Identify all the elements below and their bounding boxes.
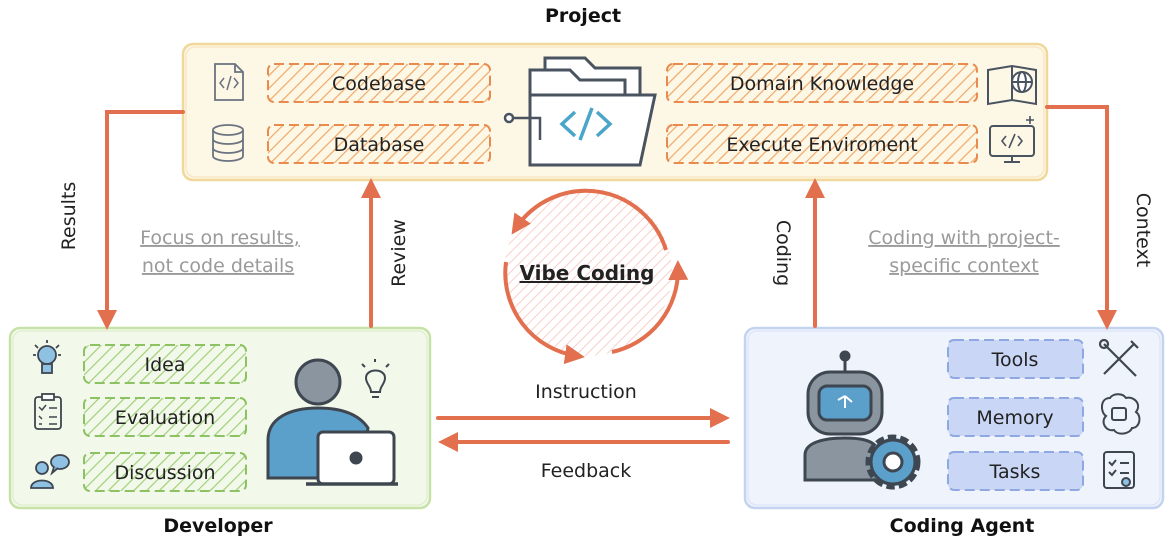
- project-item-domain-knowledge: Domain Knowledge: [666, 63, 978, 103]
- instruction-label: Instruction: [535, 381, 637, 403]
- code-file-icon: [214, 63, 244, 101]
- tools-icon: [1098, 338, 1139, 377]
- agent-title: Coding Agent: [890, 515, 1035, 537]
- coding-label: Coding: [772, 220, 794, 286]
- globe-book-icon: [987, 64, 1037, 106]
- context-arrow: [1045, 105, 1117, 330]
- agent-item-memory: Memory: [947, 397, 1084, 437]
- project-item-codebase: Codebase: [267, 63, 491, 103]
- project-item-label: Database: [334, 134, 425, 156]
- results-label: Results: [58, 182, 80, 251]
- developer-item-discussion: Discussion: [83, 452, 247, 492]
- left-note-line-2: not code details: [142, 255, 294, 277]
- idea-bulb-icon: [361, 359, 390, 398]
- lightbulb-icon: [33, 340, 61, 374]
- brain-chip-icon: [1100, 393, 1141, 435]
- chat-users-icon: [30, 454, 70, 489]
- developer-item-idea: Idea: [83, 344, 247, 384]
- developer-item-evaluation: Evaluation: [83, 397, 247, 437]
- checklist-icon: [34, 393, 62, 430]
- developer-title: Developer: [163, 515, 273, 537]
- agent-item-label: Tools: [991, 349, 1039, 371]
- person-laptop-icon: [266, 358, 398, 486]
- results-arrow: [97, 110, 185, 330]
- code-folder-icon: [503, 56, 657, 167]
- project-item-label: Codebase: [332, 73, 426, 95]
- right-note-line-1: Coding with project-: [868, 227, 1060, 249]
- vibe-coding-cycle: [503, 188, 689, 365]
- gear-icon: [865, 434, 921, 490]
- agent-item-label: Memory: [976, 407, 1053, 429]
- agent-item-tasks: Tasks: [947, 451, 1084, 491]
- task-list-icon: [1103, 451, 1135, 489]
- project-item-label: Domain Knowledge: [730, 73, 914, 95]
- developer-item-label: Discussion: [114, 462, 215, 484]
- project-item-database: Database: [267, 124, 491, 164]
- project-item-label: Execute Enviroment: [726, 134, 917, 156]
- agent-item-tools: Tools: [947, 339, 1084, 379]
- monitor-code-icon: [989, 116, 1035, 163]
- robot-icon: [803, 350, 884, 482]
- right-note-line-2: specific context: [889, 255, 1038, 277]
- project-title: Project: [545, 5, 621, 27]
- vibe-coding-label: Vibe Coding: [520, 261, 655, 285]
- developer-item-label: Evaluation: [115, 407, 215, 429]
- developer-item-label: Idea: [145, 354, 186, 376]
- left-note-line-1: Focus on results,: [140, 227, 300, 249]
- feedback-label: Feedback: [541, 460, 631, 482]
- review-label: Review: [388, 219, 410, 287]
- project-item-execute-environment: Execute Enviroment: [666, 124, 978, 164]
- context-label: Context: [1132, 193, 1154, 267]
- agent-item-label: Tasks: [989, 461, 1041, 483]
- database-icon: [212, 124, 244, 162]
